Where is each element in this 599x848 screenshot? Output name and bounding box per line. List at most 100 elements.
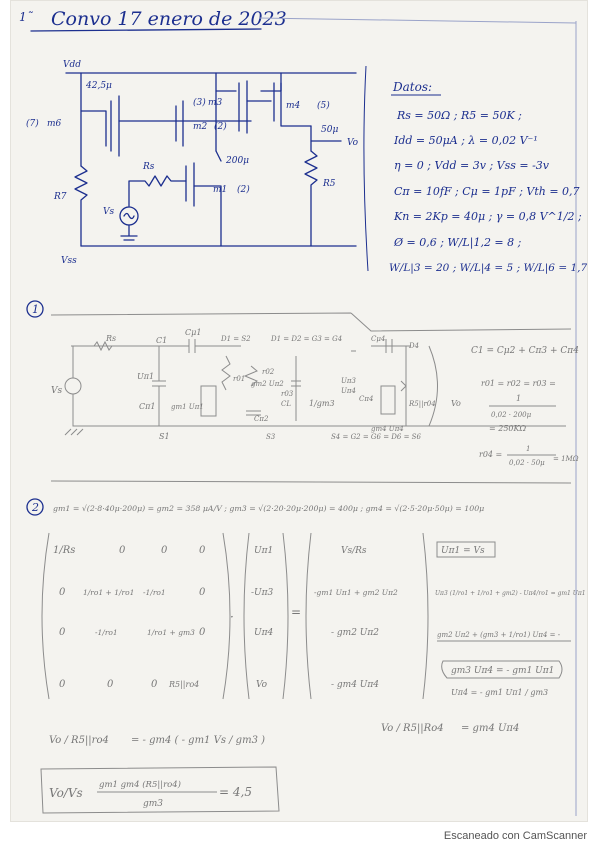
s1-s1: S1: [159, 432, 170, 441]
r7-label: R7: [53, 192, 67, 202]
m-3-2: 0: [151, 679, 158, 690]
eq-left-lhs: Vo / R5||ro4: [49, 735, 109, 746]
m4-ref: (5): [317, 100, 330, 111]
top-rule: [258, 17, 577, 24]
separator-2: [50, 480, 572, 484]
datos-line-2: Idd = 50μA ; λ = 0,02 V⁻¹: [393, 134, 538, 147]
vs-label: Vs: [103, 207, 114, 217]
s1-s4: S4 = G2 = G6 = D6 = S6: [331, 433, 421, 441]
s1-r04-den: 0,02 · 50μ: [509, 459, 545, 467]
equals-sign: =: [291, 605, 301, 619]
result-num: gm1 gm4 (R5||ro4): [99, 779, 181, 790]
s1-rs: Rs: [105, 334, 116, 343]
m4-label: m4: [286, 101, 301, 111]
s1-upi3: Uπ3: [341, 377, 357, 385]
note-3: gm3 Uπ4 = - gm1 Uπ1: [451, 666, 554, 676]
s1-r02: r02: [262, 368, 275, 376]
s1-cpi2: Cπ2: [254, 415, 269, 423]
s1-cpi1: Cπ1: [139, 402, 155, 411]
note-4: Uπ4 = - gm1 Uπ1 / gm3: [451, 688, 548, 697]
s1-r-den: 0,02 · 200μ: [491, 411, 532, 419]
s1-r-val: = 250KΩ: [489, 424, 526, 433]
eq-right-lhs: Vo / R5||Ro4: [381, 723, 444, 734]
header-index: 1˜: [19, 10, 34, 24]
m-0-1: 0: [119, 545, 126, 556]
u-0: Uπ1: [254, 546, 273, 556]
m-2-0: 0: [59, 627, 66, 638]
rs-resistor: [128, 175, 187, 207]
section-2: 2 gm1 = √(2·8·40μ·200μ) = gm2 = 358 μA/V…: [26, 498, 586, 814]
s1-gm1: gm1 Uπ1: [171, 403, 204, 411]
m-1-3: 0: [199, 587, 206, 598]
note-0: Uπ1 = Vs: [441, 546, 485, 556]
header-title: Convo 17 enero de 2023: [51, 8, 287, 30]
s1-gm4: gm4 Uπ4: [371, 425, 404, 433]
s2-gm-line: gm1 = √(2·8·40μ·200μ) = gm2 = 358 μA/V ;…: [53, 504, 484, 513]
datos-block: Datos: Rs = 50Ω ; R5 = 50K ; Idd = 50μA …: [363, 65, 587, 275]
s1-r-num: 1: [516, 394, 521, 403]
m-2-2: 1/ro1 + gm3: [147, 628, 195, 637]
s1-r01: r01: [233, 375, 245, 383]
m-3-1: 0: [107, 679, 114, 690]
r7-resistor: [74, 165, 88, 247]
m-0-0: 1/Rs: [53, 545, 75, 556]
vss-label: Vss: [61, 256, 77, 266]
datos-line-6: Ø = 0,6 ; W/L|1,2 = 8 ;: [393, 236, 522, 250]
m-0-2: 0: [161, 545, 168, 556]
m-0-3: 0: [199, 545, 206, 556]
result-value: = 4,5: [219, 785, 252, 799]
dot-operator: ·: [230, 610, 234, 624]
result-lhs: Vo/Vs: [49, 786, 83, 800]
u-2: Uπ4: [254, 628, 274, 638]
datos-line-4: Cπ = 10fF ; Cμ = 1pF ; Vth = 0,7: [394, 185, 580, 198]
note-2: gm2 Uπ2 + (gm3 + 1/ro1) Uπ4 = -: [437, 631, 561, 639]
datos-title: Datos:: [392, 80, 432, 94]
s1-vo: Vo: [451, 399, 461, 408]
rhs-0: Vs/Rs: [341, 546, 367, 556]
s1-d1s2: D1 = S2: [220, 335, 251, 343]
m1-label: m1: [213, 185, 227, 195]
i-m6-label: 42,5μ: [85, 81, 112, 91]
section-1: 1 Rs Vs C1 Cμ1 Uπ1 Cπ1 S1 gm1 Uπ1 D1 = S…: [26, 300, 579, 467]
handwritten-notes: 1˜ Convo 17 enero de 2023 Vdd 42,5μ (7) …: [19, 8, 587, 816]
s1-cmu4: Cμ4: [371, 335, 385, 343]
result-den: gm3: [143, 799, 163, 809]
vdd-label: Vdd: [63, 60, 81, 70]
separator-1: [50, 312, 572, 332]
section-2-number: 2: [31, 501, 39, 514]
rhs-2: - gm2 Uπ2: [331, 628, 379, 638]
camscanner-footer: Escaneado con CamScanner: [443, 830, 587, 842]
scanned-page: 1˜ Convo 17 enero de 2023 Vdd 42,5μ (7) …: [10, 0, 588, 822]
section-1-number: 1: [32, 303, 39, 316]
m-1-0: 0: [59, 587, 66, 598]
rs-label: Rs: [142, 162, 155, 172]
note-1: Uπ3 (1/ro1 + 1/ro1 + gm2) - Uπ4/ro1 = gm…: [435, 590, 586, 597]
i-50-label: 50μ: [321, 125, 338, 135]
datos-line-3: η = 0 ; Vdd = 3v ; Vss = -3v: [394, 159, 550, 172]
m6-ref: (7): [26, 118, 39, 129]
s1-rsro4: R5||r04: [408, 400, 436, 408]
s1-r04-val: = 1MΩ: [553, 455, 579, 463]
m-2-3: 0: [199, 627, 206, 638]
m3-label: m3: [208, 98, 223, 108]
m-3-3: R5||ro4: [168, 680, 199, 689]
m2-label: m2: [193, 122, 208, 132]
rhs-1: -gm1 Uπ1 + gm2 Uπ2: [314, 588, 398, 597]
m-1-1: 1/ro1 + 1/ro1: [83, 588, 134, 597]
s1-upi4: Uπ4: [341, 387, 356, 395]
s1-r04: r04 =: [479, 450, 502, 459]
u-1: -Uπ3: [251, 588, 274, 598]
s1-node: D1 = D2 = G3 = G4: [270, 335, 342, 343]
s1-upi1: Uπ1: [137, 372, 154, 381]
eq-right-rhs: = gm4 Uπ4: [461, 723, 519, 734]
datos-line-1: Rs = 50Ω ; R5 = 50K ;: [396, 109, 522, 122]
datos-line-5: Kn = 2Kp = 40μ ; γ = 0,8 V^1/2 ;: [393, 210, 582, 223]
m-3-0: 0: [59, 679, 66, 690]
s1-cmu1: Cμ1: [185, 328, 201, 337]
s1-d4: D4: [408, 342, 419, 350]
s1-s3: S3: [266, 433, 276, 441]
result-box: [40, 766, 280, 814]
s1-vs: Vs: [51, 386, 62, 396]
s1-gm2: gm2 Uπ2: [251, 380, 284, 388]
m3-ref: (3): [193, 97, 206, 108]
